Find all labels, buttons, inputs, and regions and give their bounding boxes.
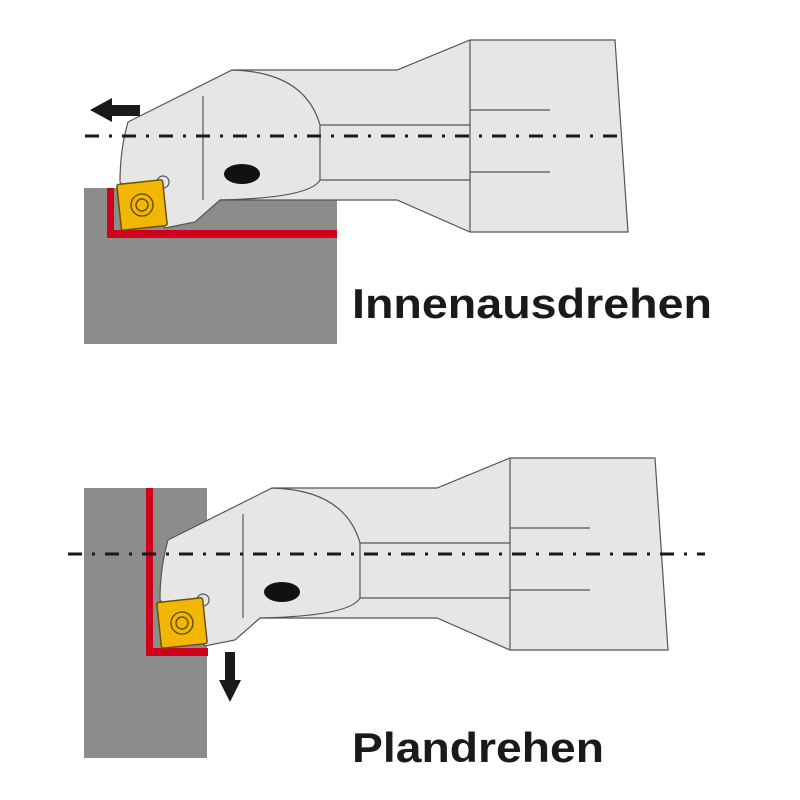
boring-diagram: Innenausdrehen xyxy=(84,39,712,344)
diagram-title: Plandrehen xyxy=(352,724,604,771)
diagram-title: Innenausdrehen xyxy=(352,280,712,327)
boring-bar-tool xyxy=(115,39,629,233)
arrow-left-icon xyxy=(90,98,140,122)
machined-surface xyxy=(146,488,208,656)
facing-diagram: Plandrehen xyxy=(68,457,705,771)
machined-surface xyxy=(107,188,337,238)
arrow-down-icon xyxy=(219,652,241,702)
